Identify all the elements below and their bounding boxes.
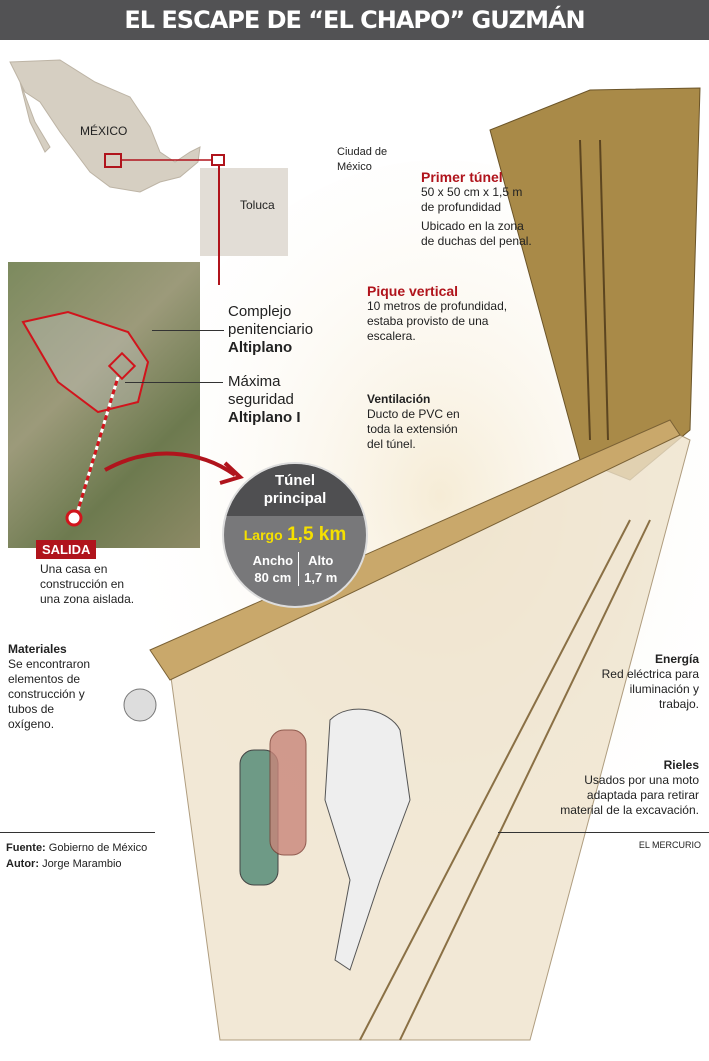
rieles-text: Usados por una moto: [584, 773, 699, 787]
prison-max-name: Altiplano I: [228, 409, 301, 426]
tunnel-illustration: [110, 87, 709, 1041]
ventilacion-text: del túnel.: [367, 437, 416, 451]
tunnel-title: principal: [263, 490, 327, 507]
prison-max-label: Máxima: [228, 373, 281, 390]
energia-title: Energía: [654, 652, 699, 666]
tunnel-title: Túnel: [275, 472, 315, 489]
prison-complex-label: Altiplano: [228, 339, 293, 356]
page-title: EL ESCAPE DE “EL CHAPO” GUZMÁN: [0, 0, 709, 40]
label-toluca: Toluca: [240, 198, 275, 212]
prison-max-label: seguridad: [228, 391, 294, 408]
salida-badge: SALIDA: [36, 540, 97, 559]
energia-text: trabajo.: [658, 697, 699, 711]
pique-title: Pique vertical: [367, 283, 459, 299]
length-value: 1,5 km: [287, 524, 347, 545]
length-label: Largo: [243, 527, 283, 543]
energia-text: iluminación y: [629, 682, 699, 696]
toluca-inset: [200, 168, 288, 256]
primer-tunel-text: Ubicado en la zona: [421, 219, 524, 233]
author-value: Jorge Marambio: [42, 858, 122, 870]
pique-text: escalera.: [367, 329, 416, 343]
height-value: 1,7 m: [304, 570, 338, 585]
brand: EL MERCURIO: [638, 840, 701, 850]
width-value: 80 cm: [254, 570, 292, 585]
prison-complex-label: Complejo: [228, 303, 292, 320]
materiales-text: Se encontraron: [8, 657, 91, 671]
materiales-text: elementos de: [8, 672, 81, 686]
primer-tunel-text: 50 x 50 cm x 1,5 m: [421, 185, 523, 199]
leader-line: [125, 382, 223, 383]
pique-text: estaba provisto de una: [367, 314, 489, 328]
materiales-text: construcción y: [8, 687, 85, 701]
arrow-icon: [104, 451, 244, 485]
primer-tunel-text: de duchas del penal.: [421, 234, 532, 248]
divider: [0, 832, 155, 833]
salida-desc: una zona aislada.: [40, 592, 135, 606]
materiales-title: Materiales: [8, 642, 67, 656]
satellite-image: [8, 262, 200, 548]
divider: [498, 832, 709, 833]
rieles-text: material de la excavación.: [560, 803, 699, 817]
pique-text: 10 metros de profundidad,: [367, 299, 508, 313]
ventilacion-text: toda la extensión: [367, 422, 458, 436]
source-label: Fuente:: [6, 842, 46, 854]
materiales-text: tubos de: [8, 702, 55, 716]
source-value: Gobierno de México: [48, 842, 148, 854]
ventilacion-title: Ventilación: [367, 392, 431, 406]
salida-desc: Una casa en: [40, 562, 108, 576]
height-label: Alto: [308, 553, 334, 568]
author-label: Autor:: [6, 858, 39, 870]
connector-line: [218, 165, 220, 285]
materiales-text: oxígeno.: [8, 717, 55, 731]
mexico-map: [9, 59, 225, 193]
width-label: Ancho: [252, 553, 294, 568]
ventilacion-text: Ducto de PVC en: [367, 407, 460, 421]
rieles-title: Rieles: [663, 758, 699, 772]
primer-tunel-title: Primer túnel: [421, 169, 503, 185]
energia-text: Red eléctrica para: [601, 667, 699, 681]
label-capital: Ciudad de México: [337, 146, 388, 173]
salida-desc: construcción en: [40, 577, 125, 591]
prison-complex-label: penitenciario: [228, 321, 314, 338]
leader-line: [152, 330, 224, 331]
primer-tunel-text: de profundidad: [421, 200, 502, 214]
label-mexico: MÉXICO: [80, 124, 128, 138]
rieles-text: adaptada para retirar: [586, 788, 699, 802]
